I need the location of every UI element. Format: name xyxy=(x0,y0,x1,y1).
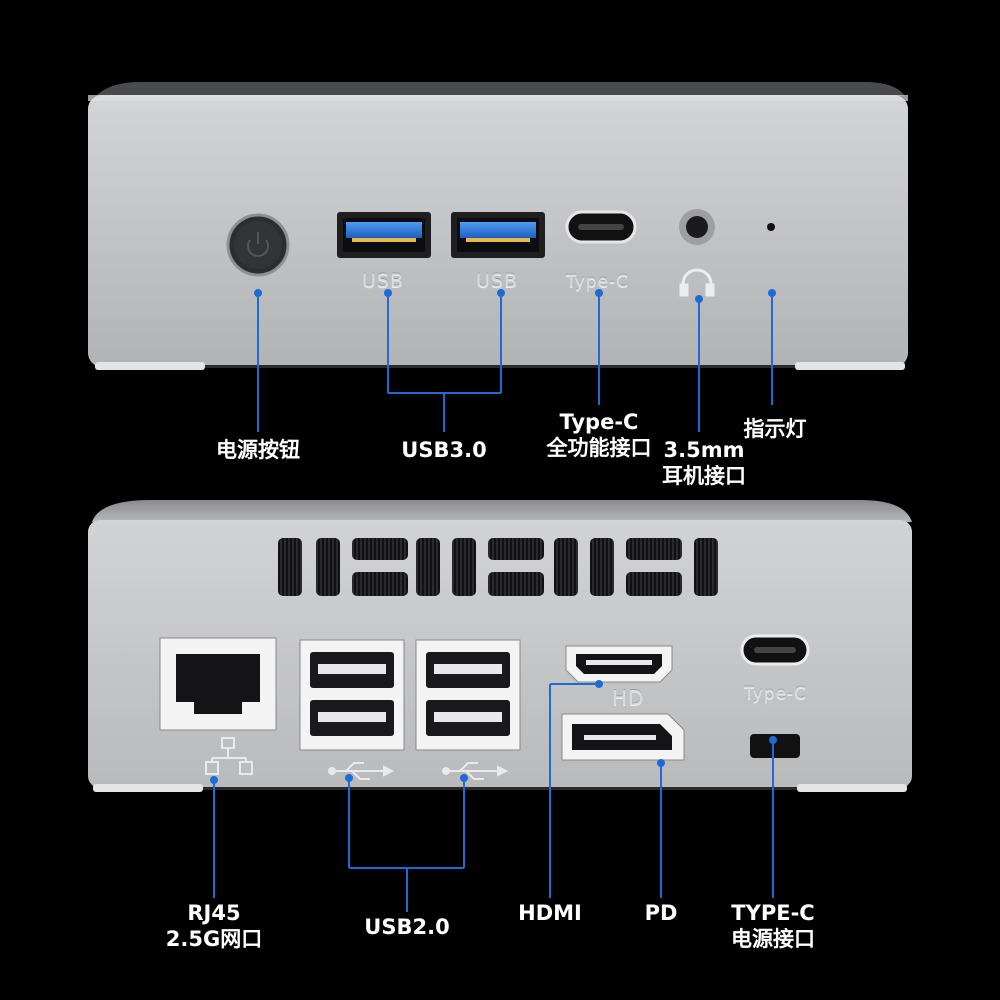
label-front-typec-line2: 全功能接口 xyxy=(546,436,652,460)
vent-grille xyxy=(278,538,718,596)
label-audio-line2: 耳机接口 xyxy=(662,464,746,488)
usb-engraving-2: USB xyxy=(476,270,519,292)
usb-icon-2 xyxy=(442,762,509,780)
type-c-engraving-rear: Type-C xyxy=(744,684,808,704)
label-usb20-text: USB2.0 xyxy=(364,915,450,939)
label-rj45-line2: 2.5G网口 xyxy=(165,927,263,951)
label-usb20: USB2.0 xyxy=(347,914,467,940)
label-usb30-text: USB3.0 xyxy=(401,438,487,462)
label-rear-typec-line1: TYPE-C xyxy=(731,901,815,925)
label-hdmi: HDMI xyxy=(510,900,590,926)
usb20-stack-2[interactable] xyxy=(415,639,521,751)
label-audio: 3.5mm 耳机接口 xyxy=(648,437,760,489)
rear-device-image xyxy=(88,500,912,792)
label-usb30: USB3.0 xyxy=(384,437,504,463)
headphone-icon xyxy=(679,268,715,297)
usb-engraving-1: USB xyxy=(362,270,405,292)
label-power-button-text: 电源按钮 xyxy=(216,438,300,462)
usb30-port-2[interactable] xyxy=(451,212,545,258)
label-rear-typec: TYPE-C 电源接口 xyxy=(713,900,833,952)
label-pd-text: PD xyxy=(644,901,678,925)
label-indicator: 指示灯 xyxy=(730,416,820,442)
indicator-led xyxy=(767,223,775,231)
network-icon xyxy=(205,737,253,775)
displayport-port[interactable] xyxy=(561,713,685,761)
label-hdmi-text: HDMI xyxy=(518,901,582,925)
hd-engraving: HD xyxy=(612,686,645,710)
label-front-typec-line1: Type-C xyxy=(559,410,639,434)
usb-icon-1 xyxy=(328,762,395,780)
audio-jack[interactable] xyxy=(679,209,715,245)
label-indicator-text: 指示灯 xyxy=(743,417,807,441)
hdmi-port[interactable] xyxy=(565,645,673,683)
usb20-stack-1[interactable] xyxy=(299,639,405,751)
label-rj45: RJ45 2.5G网口 xyxy=(154,900,274,952)
rj45-port[interactable] xyxy=(159,637,277,731)
power-button[interactable] xyxy=(226,213,290,277)
label-front-typec: Type-C 全功能接口 xyxy=(528,409,670,461)
usb30-port-1[interactable] xyxy=(337,212,431,258)
label-audio-line1: 3.5mm xyxy=(663,438,745,462)
label-power-button: 电源按钮 xyxy=(198,437,318,463)
label-rear-typec-line2: 电源接口 xyxy=(731,927,815,951)
type-c-engraving-front: Type-C xyxy=(566,272,630,292)
front-type-c-port[interactable] xyxy=(565,210,637,244)
rear-type-c-port[interactable] xyxy=(740,634,810,666)
lock-slot xyxy=(750,734,800,758)
label-pd: PD xyxy=(631,900,691,926)
label-rj45-line1: RJ45 xyxy=(187,901,241,925)
